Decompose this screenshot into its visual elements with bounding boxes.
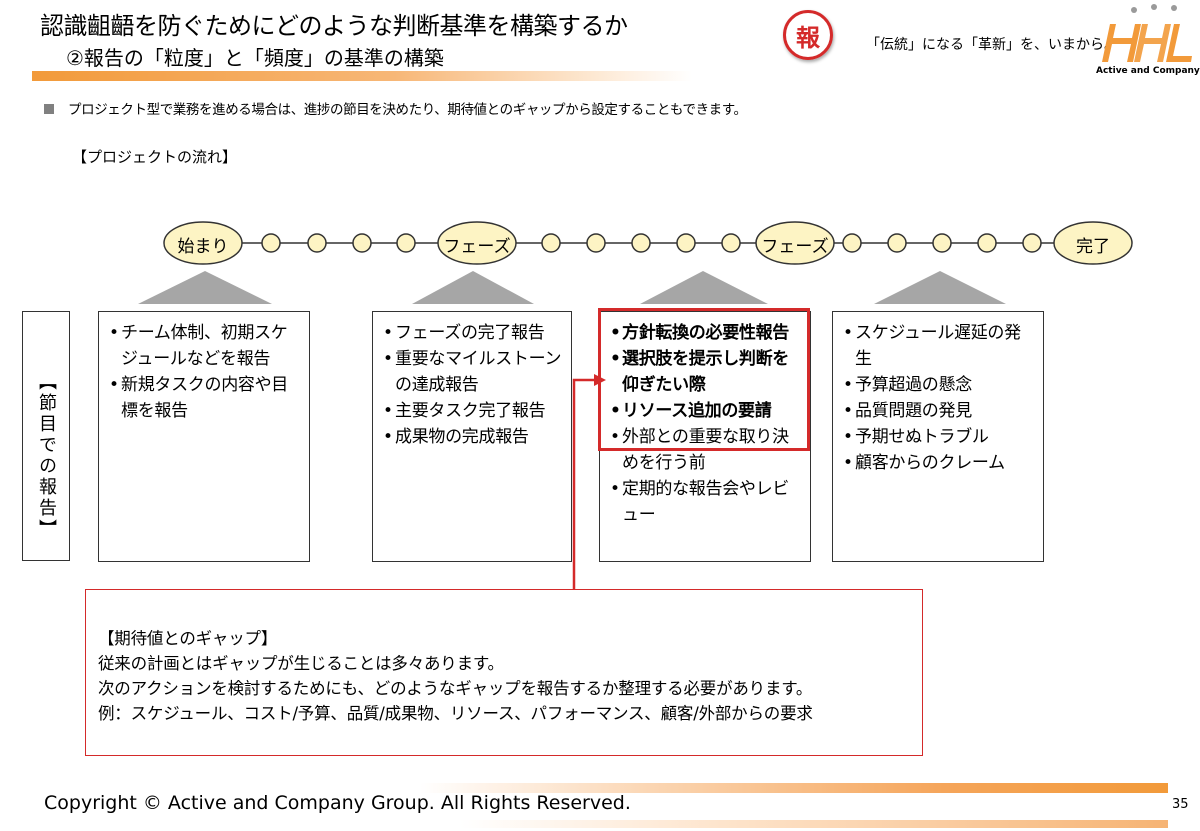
footer-accent-bar-lower — [460, 820, 1168, 828]
timeline-node-phase1 — [437, 221, 517, 265]
timeline-small-node — [721, 233, 741, 253]
gap-title: 【期待値とのギャップ】 — [98, 629, 278, 648]
copyright: Copyright © Active and Company Group. Al… — [44, 792, 631, 814]
list-item: 顧客からのクレーム — [843, 450, 1037, 476]
bullet-square-icon — [44, 104, 54, 114]
report-badge: 報 — [783, 10, 833, 60]
milestone-box-start: チーム体制、初期スケジュールなどを報告 新規タスクの内容や目標を報告 — [98, 311, 310, 562]
timeline-small-node — [676, 233, 696, 253]
page-title: 認識齟齬を防ぐためにどのような判断基準を構築するか — [40, 12, 628, 40]
footer-accent-bar — [420, 783, 1168, 793]
timeline-small-node — [586, 233, 606, 253]
list-item: チーム体制、初期スケジュールなどを報告 — [109, 320, 303, 372]
timeline-node-end — [1053, 221, 1133, 265]
timeline-node-start — [163, 221, 243, 265]
pointer-triangle — [412, 271, 534, 304]
timeline-node-phase2 — [755, 221, 835, 265]
list-item: 重要なマイルストーンの達成報告 — [383, 346, 565, 398]
timeline-small-node — [396, 233, 416, 253]
list-item: 定期的な報告会やレビュー — [610, 476, 804, 528]
highlight-frame — [598, 308, 810, 451]
highlighted-item: 選択肢を提示し判断を仰ぎたい際 — [610, 346, 804, 398]
list-item: 新規タスクの内容や目標を報告 — [109, 372, 303, 424]
list-item: 主要タスク完了報告 — [383, 398, 565, 424]
pointer-triangle — [640, 271, 768, 304]
gap-line: 次のアクションを検討するためにも、どのようなギャップを報告するか整理する必要があ… — [98, 679, 813, 698]
company-logo — [1102, 4, 1192, 62]
page-number: 35 — [1172, 797, 1189, 812]
side-label-box: 【節目での報告】 — [22, 311, 70, 561]
list-item: 外部との重要な取り決めを行う前 — [610, 424, 804, 476]
pointer-triangle — [138, 271, 272, 304]
milestone-box-phase2: 方針転換の必要性報告 選択肢を提示し判断を仰ぎたい際 リソース追加の要請 外部と… — [599, 311, 811, 562]
pointer-triangle — [874, 271, 1006, 304]
header-accent-bar — [32, 71, 692, 81]
gap-explanation-box: 【期待値とのギャップ】 従来の計画とはギャップが生じることは多々あります。 次の… — [85, 589, 923, 756]
list-item: 成果物の完成報告 — [383, 424, 565, 450]
logo-text: Active and Company — [1096, 66, 1200, 76]
highlighted-item: リソース追加の要請 — [610, 398, 804, 424]
timeline-node-phase1-label: フェーズ — [443, 237, 511, 257]
gap-line: 従来の計画とはギャップが生じることは多々あります。 — [98, 654, 504, 673]
highlighted-item: 方針転換の必要性報告 — [610, 320, 804, 346]
milestone-box-issues: スケジュール遅延の発生 予算超過の懸念 品質問題の発見 予期せぬトラブル 顧客か… — [832, 311, 1044, 562]
side-label: 【節目での報告】 — [36, 372, 57, 540]
timeline-small-node — [887, 233, 907, 253]
gap-line: 例：スケジュール、コスト/予算、品質/成果物、リソース、パフォーマンス、顧客/外… — [98, 704, 813, 723]
timeline-node-phase2-label: フェーズ — [761, 237, 829, 257]
timeline-small-node — [842, 233, 862, 253]
timeline-small-node — [1022, 233, 1042, 253]
tagline: 「伝統」になる「革新」を、いまから。 — [866, 37, 1118, 53]
project-timeline — [138, 221, 1133, 304]
page-subtitle: ②報告の「粒度」と「頻度」の基準の構築 — [66, 46, 444, 70]
list-item: 予算超過の懸念 — [843, 372, 1037, 398]
timeline-small-node — [541, 233, 561, 253]
timeline-small-node — [261, 233, 281, 253]
flow-label: 【プロジェクトの流れ】 — [72, 148, 238, 166]
timeline-node-end-label: 完了 — [1076, 237, 1110, 257]
list-item: 品質問題の発見 — [843, 398, 1037, 424]
timeline-node-start-label: 始まり — [177, 237, 229, 257]
list-item: 予期せぬトラブル — [843, 424, 1037, 450]
list-item: スケジュール遅延の発生 — [843, 320, 1037, 372]
intro-text: プロジェクト型で業務を進める場合は、進捗の節目を決めたり、期待値とのギャップから… — [68, 102, 747, 118]
timeline-small-node — [352, 233, 372, 253]
timeline-small-node — [932, 233, 952, 253]
milestone-box-phase1: フェーズの完了報告 重要なマイルストーンの達成報告 主要タスク完了報告 成果物の… — [372, 311, 572, 562]
timeline-small-node — [631, 233, 651, 253]
connector-arrow-icon — [572, 374, 606, 590]
list-item: フェーズの完了報告 — [383, 320, 565, 346]
timeline-small-node — [307, 233, 327, 253]
timeline-small-node — [977, 233, 997, 253]
